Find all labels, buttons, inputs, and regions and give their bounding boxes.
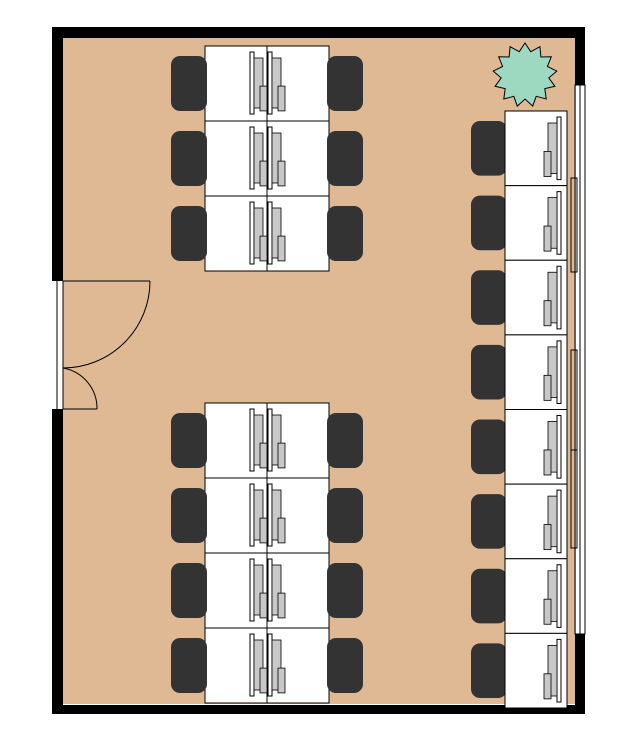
monitor-icon xyxy=(249,51,268,115)
top-wall xyxy=(52,27,585,38)
monitor-icon xyxy=(249,408,268,472)
chair xyxy=(471,494,507,549)
chair xyxy=(471,344,507,400)
chair xyxy=(471,419,507,475)
window xyxy=(570,84,586,635)
chair xyxy=(171,206,207,261)
monitor-icon xyxy=(249,558,268,622)
chair xyxy=(471,270,507,325)
chair xyxy=(171,488,207,543)
monitor-icon xyxy=(267,51,286,115)
chair xyxy=(471,121,507,176)
monitor-icon xyxy=(267,408,286,472)
monitor-icon xyxy=(249,633,268,697)
monitor-icon xyxy=(249,483,268,547)
monitor-icon xyxy=(543,489,562,554)
bottom-wall xyxy=(52,705,585,714)
walls xyxy=(52,27,585,714)
monitor-icon xyxy=(267,201,286,265)
chair xyxy=(327,488,363,543)
monitor-icon xyxy=(543,638,562,703)
monitor-icon xyxy=(249,126,268,190)
chair xyxy=(327,563,363,618)
left-wall-lower xyxy=(52,409,63,710)
monitor-icon xyxy=(543,265,562,330)
monitor-icon xyxy=(543,191,562,255)
left-wall-upper xyxy=(52,27,63,281)
plant-icon xyxy=(492,42,558,107)
monitor-icon xyxy=(267,483,286,547)
chair xyxy=(171,413,207,468)
chair xyxy=(327,131,363,186)
chair xyxy=(171,563,207,618)
lower-desk-cluster xyxy=(171,402,363,704)
chair xyxy=(327,56,363,111)
monitor-icon xyxy=(543,415,562,479)
monitor-icon xyxy=(267,126,286,190)
chair xyxy=(327,206,363,261)
chair xyxy=(171,638,207,693)
chair xyxy=(171,56,207,111)
monitor-icon xyxy=(249,201,268,265)
chair xyxy=(171,131,207,186)
monitor-icon xyxy=(543,340,562,404)
door xyxy=(53,280,151,410)
chair xyxy=(327,413,363,468)
right-wall-upper xyxy=(575,27,585,85)
chair xyxy=(471,195,507,251)
right-wall-lower xyxy=(575,634,585,714)
monitor-icon xyxy=(267,633,286,697)
window-desk-row xyxy=(471,110,568,709)
chair xyxy=(327,638,363,693)
chair xyxy=(471,643,507,698)
chair xyxy=(471,568,507,624)
monitor-icon xyxy=(543,564,562,628)
upper-desk-cluster xyxy=(171,45,363,272)
monitor-icon xyxy=(543,116,562,181)
monitor-icon xyxy=(267,558,286,622)
